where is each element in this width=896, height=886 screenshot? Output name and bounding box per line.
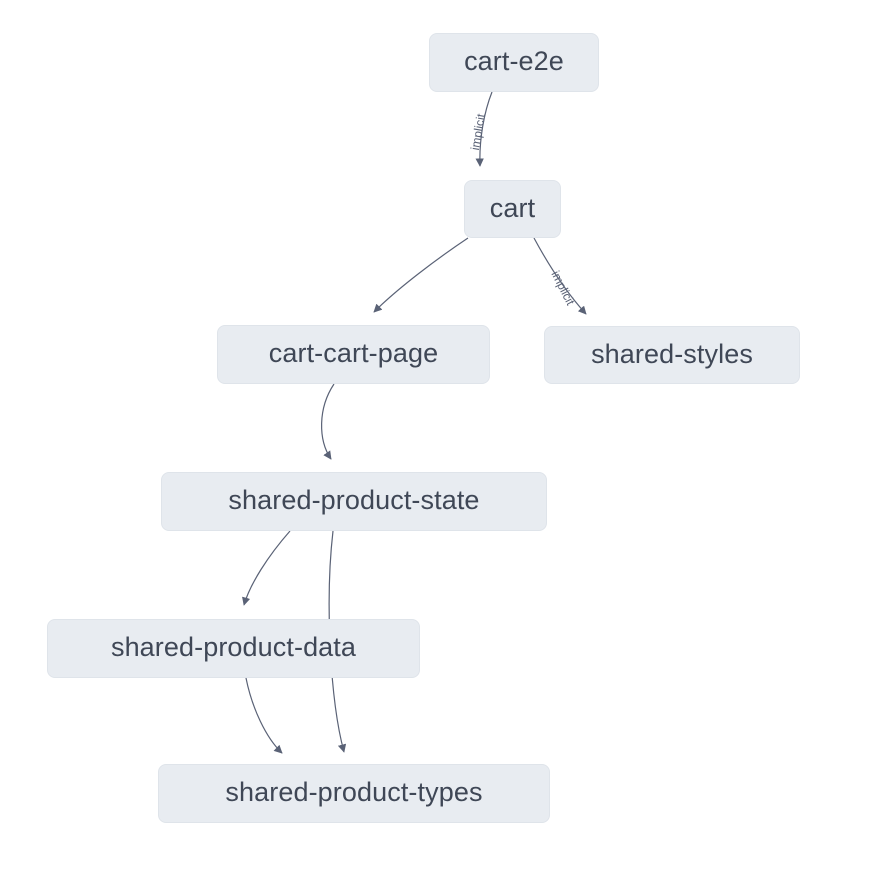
node-shared-styles[interactable]: shared-styles [544,326,800,384]
edge-label-implicit-cart-shared-styles: implicit [548,268,578,308]
edge-cart-to-cart-cart-page [373,237,469,313]
edge-shared-product-state-to-shared-product-data [242,530,291,606]
edge-cart-cart-page-to-shared-product-state [321,383,335,460]
node-shared-product-types[interactable]: shared-product-types [158,764,550,823]
node-label-shared-styles: shared-styles [591,338,753,369]
edge-label-implicit-cart-e2e-cart: implicit [467,112,489,152]
node-shared-product-state[interactable]: shared-product-state [161,472,547,531]
node-label-cart: cart [489,192,536,223]
node-cart-e2e[interactable]: cart-e2e [429,33,599,92]
node-label-shared-product-data: shared-product-data [110,632,357,662]
node-cart-cart-page[interactable]: cart-cart-page [217,325,490,384]
node-cart[interactable]: cart [464,180,561,238]
edge-shared-product-data-to-shared-product-types [245,677,283,754]
node-label-shared-product-state: shared-product-state [228,485,480,515]
node-label-cart-cart-page: cart-cart-page [268,338,439,368]
node-label-cart-e2e: cart-e2e [464,46,564,76]
node-shared-product-data[interactable]: shared-product-data [47,619,420,678]
node-label-shared-product-types: shared-product-types [225,777,483,807]
